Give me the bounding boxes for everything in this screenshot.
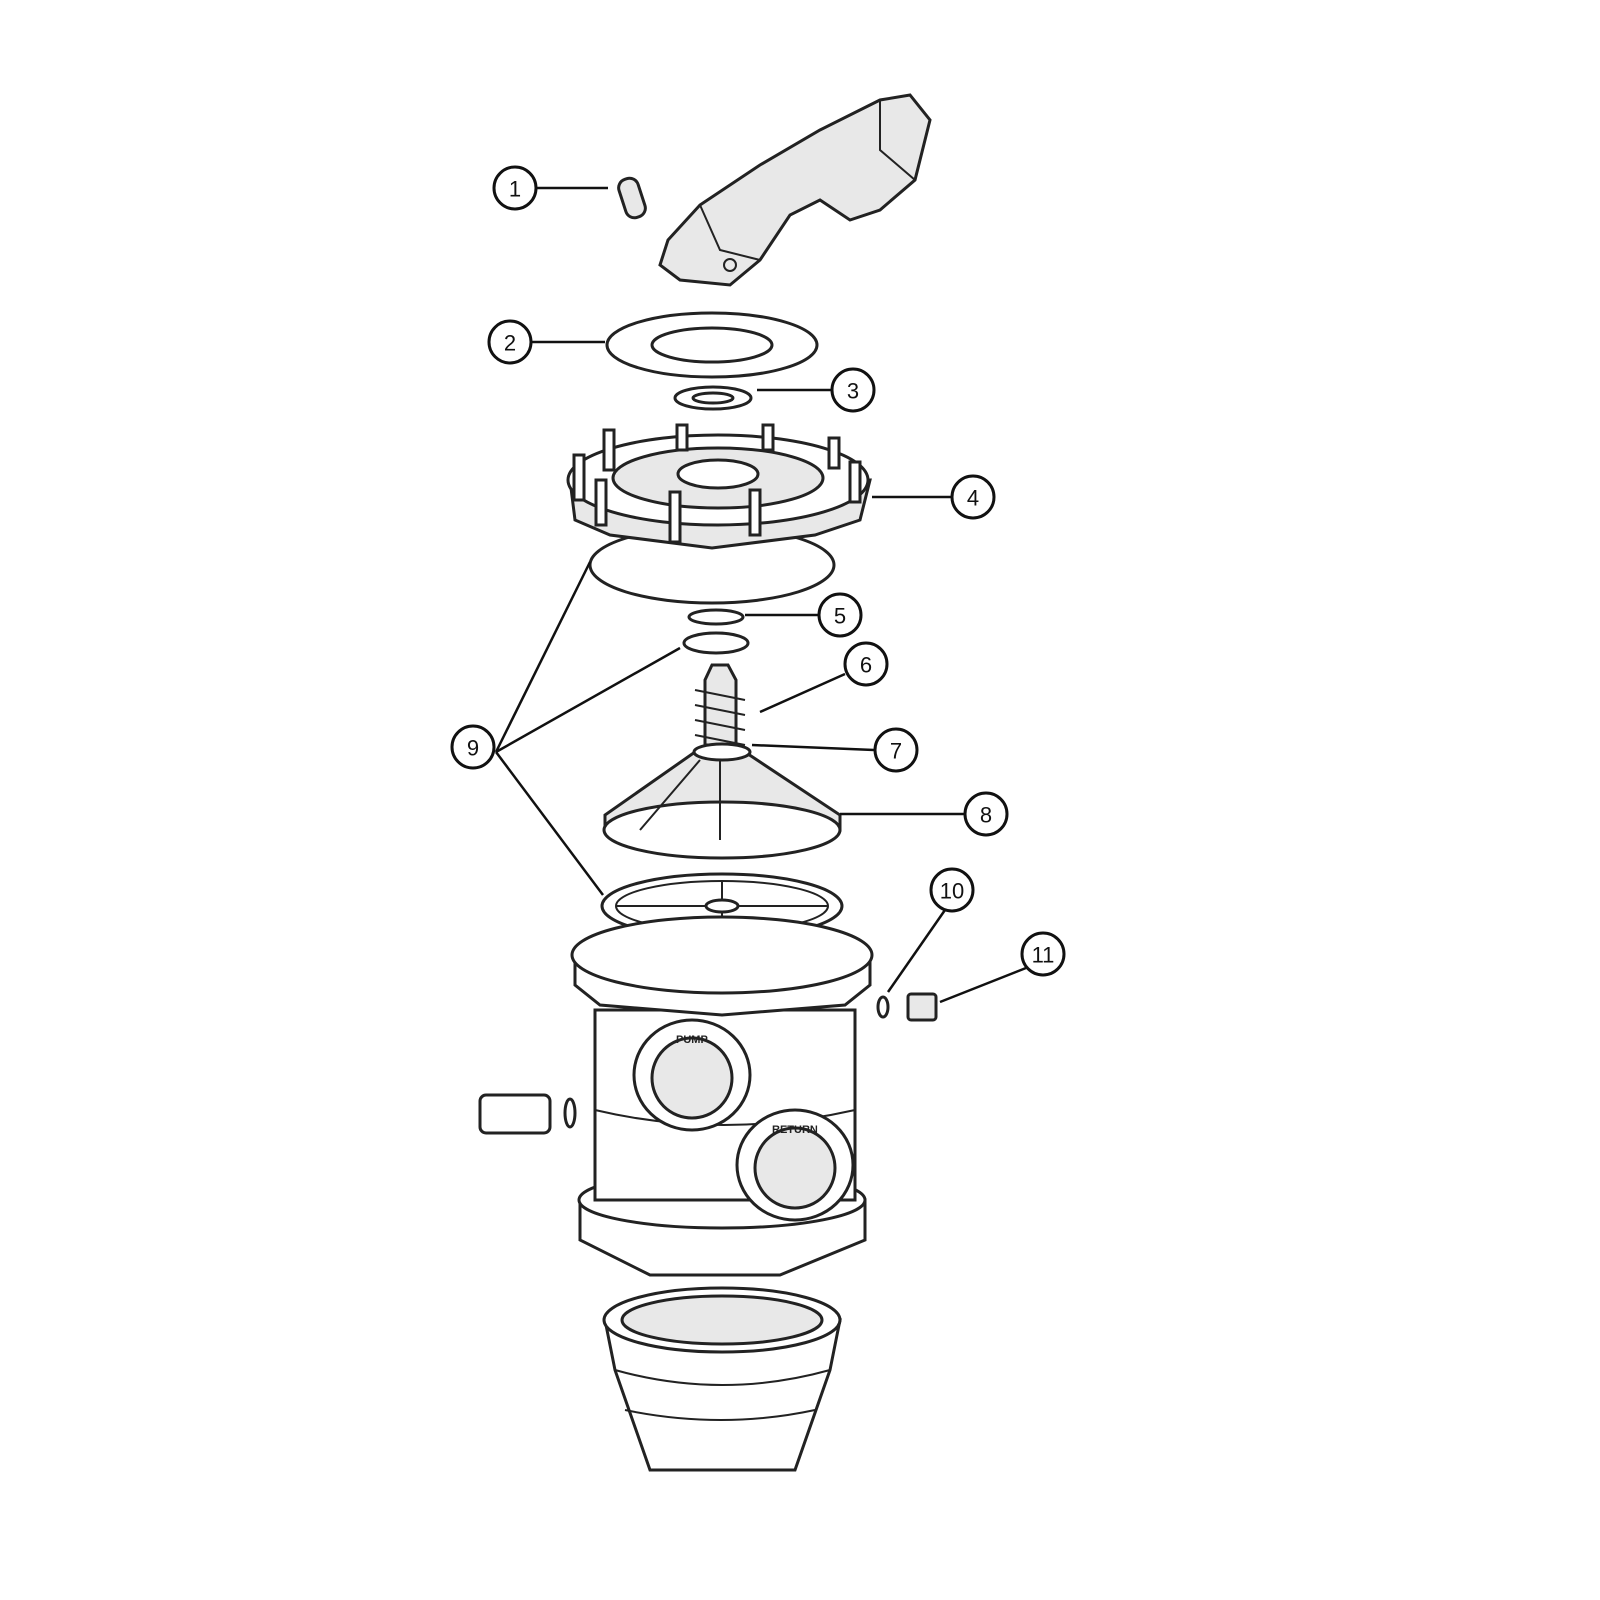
svg-text:2: 2 (504, 331, 516, 356)
callout-4: 4 (950, 474, 996, 520)
cover-bolts (572, 423, 862, 544)
svg-text:10: 10 (940, 879, 964, 904)
svg-text:5: 5 (834, 604, 846, 629)
svg-text:9: 9 (467, 736, 479, 761)
svg-text:11: 11 (1032, 943, 1055, 968)
valve-body: PUMP RETURN (570, 915, 874, 1277)
callout-6: 6 (843, 641, 889, 687)
svg-text:4: 4 (967, 486, 979, 511)
return-port-label: RETURN (772, 1124, 818, 1136)
part-2-gasket (605, 311, 819, 379)
part-10-oring (876, 995, 890, 1019)
callout-3: 3 (830, 367, 876, 413)
part-5-oring (687, 608, 745, 626)
pump-port-label: PUMP (676, 1034, 708, 1046)
callout-2: 2 (487, 319, 533, 365)
pump-port: PUMP (632, 1018, 752, 1132)
svg-text:3: 3 (847, 379, 859, 404)
callout-11: 11 (1020, 931, 1066, 977)
svg-text:7: 7 (890, 739, 902, 764)
callout-7: 7 (873, 727, 919, 773)
handle (658, 93, 932, 287)
part-3-washer (673, 385, 753, 411)
return-port: RETURN (735, 1108, 855, 1222)
svg-text:8: 8 (980, 803, 992, 828)
svg-text:6: 6 (860, 653, 872, 678)
callout-1: 1 (492, 165, 538, 211)
part-9-oring-small (682, 631, 750, 655)
callout-10: 10 (929, 867, 975, 913)
part-11-drain-plug (906, 992, 938, 1022)
callout-5: 5 (817, 592, 863, 638)
part-4-cover (566, 423, 872, 605)
bottom-basket (602, 1286, 842, 1472)
callout-9: 9 (450, 724, 496, 770)
part-6-spring-shaft (694, 663, 746, 747)
side-fitting (478, 1093, 577, 1135)
svg-text:1: 1 (509, 177, 521, 202)
part-1-pin (617, 176, 647, 220)
leader-lines (494, 186, 1027, 1004)
callout-8: 8 (963, 791, 1009, 837)
part-8-rotor (602, 742, 842, 860)
